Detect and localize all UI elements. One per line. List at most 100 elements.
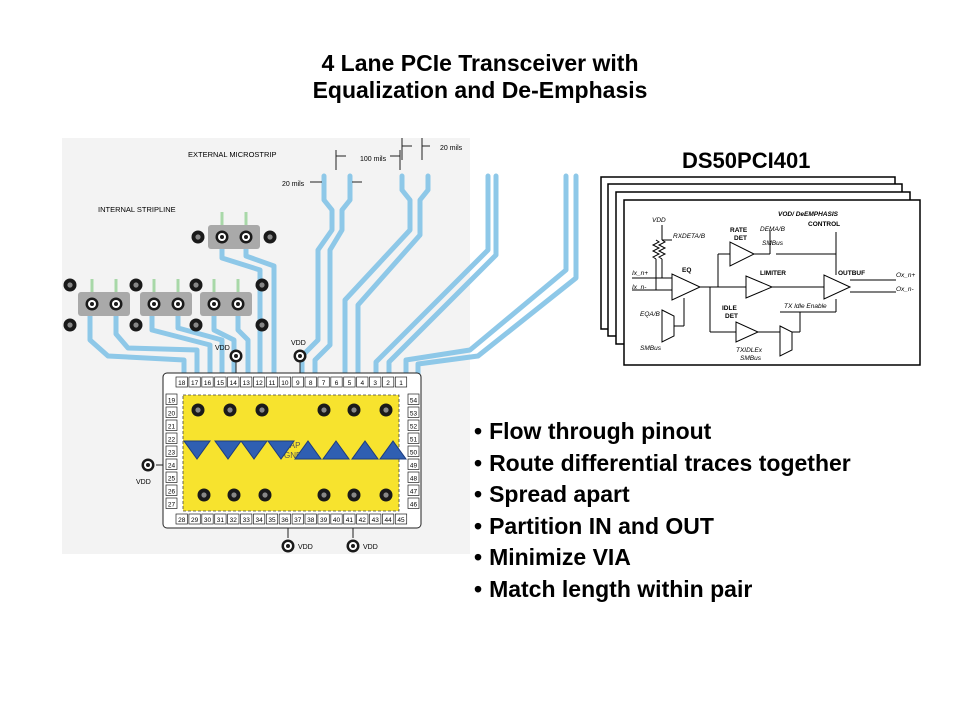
via-hole: [383, 407, 389, 413]
via-hole: [383, 492, 389, 498]
chip-in-p-label: Ix_n+: [632, 270, 648, 277]
pin-number: 27: [168, 502, 176, 509]
pin-number: 29: [191, 517, 199, 524]
trace: [175, 311, 225, 377]
pin-number: 11: [269, 380, 276, 387]
chip-eq-label: EQ: [682, 267, 691, 274]
via-center: [220, 235, 224, 239]
pin-number: 45: [397, 517, 405, 524]
via-center: [152, 302, 156, 306]
chip-labels: VDD RXDETA/B RATE DET DEMA/B SMBus VOD/ …: [632, 211, 916, 362]
pin-number: 34: [255, 517, 263, 524]
chip-in-n-label: Ix_n-: [632, 284, 647, 291]
pin-number: 15: [217, 380, 225, 387]
top-pin: [369, 376, 382, 388]
bottom-pin: [343, 513, 356, 525]
trace: [386, 173, 499, 377]
via-hole: [193, 282, 199, 288]
vdd-label: VDD: [136, 479, 151, 486]
pin-number: 30: [204, 517, 212, 524]
trace: [403, 173, 569, 377]
top-pin: [343, 376, 356, 388]
pin-number: 26: [168, 489, 176, 496]
right-pin: [407, 484, 420, 496]
pin-number: 16: [204, 380, 212, 387]
pin-number: 18: [178, 380, 186, 387]
via-center: [234, 354, 238, 358]
via-hole: [67, 282, 73, 288]
via-center: [244, 235, 248, 239]
via-hole: [351, 492, 357, 498]
top-pin: [330, 376, 343, 388]
top-pin: [240, 376, 253, 388]
bottom-pin: [382, 513, 395, 525]
pin-number: 4: [360, 380, 364, 387]
trace: [312, 173, 353, 377]
top-pin: [317, 376, 330, 388]
trace: [373, 173, 491, 377]
via-hole: [321, 492, 327, 498]
pin-number: 25: [168, 476, 176, 483]
input-lane-triangle: [267, 440, 295, 460]
pad-label-gnd: GND: [284, 451, 302, 460]
top-pin: [382, 376, 395, 388]
pin-number: 3: [373, 380, 377, 387]
pin-number: 13: [243, 380, 251, 387]
pin-number: 12: [255, 380, 263, 387]
top-pin: [291, 376, 304, 388]
chip-rate-det-label: DET: [734, 235, 747, 242]
pin-number: 10: [281, 380, 289, 387]
via-center: [236, 302, 240, 306]
pin-number: 24: [168, 463, 176, 470]
pin-number: 49: [410, 463, 418, 470]
via-center: [298, 354, 302, 358]
via-center: [351, 544, 355, 548]
pin-number: 44: [384, 517, 392, 524]
left-pin: [165, 484, 178, 496]
via-hole: [259, 282, 265, 288]
slide-title-line2: Equalization and De-Emphasis: [312, 77, 648, 103]
right-pin: [407, 432, 420, 444]
lane-triangles: [183, 440, 407, 460]
chip-vdd-label: VDD: [652, 217, 666, 224]
pin-number: 32: [230, 517, 238, 524]
chip-smbus2-label: SMBus: [640, 345, 662, 352]
chip-dema-label: DEMA/B: [760, 226, 786, 233]
pin-number: 48: [410, 476, 418, 483]
left-pin: [165, 445, 178, 457]
ground-vias: [63, 230, 360, 553]
trace: [149, 311, 213, 377]
pin-number: 46: [410, 502, 418, 509]
pin-number: 53: [410, 411, 418, 418]
via-hole: [321, 407, 327, 413]
bottom-pin: [291, 513, 304, 525]
chip-smbus-label: SMBus: [762, 240, 784, 247]
bottom-pin: [240, 513, 253, 525]
pin-number: 6: [335, 380, 339, 387]
trace: [415, 173, 579, 377]
pad-vias: [191, 403, 393, 502]
trace: [113, 311, 200, 377]
trace: [342, 173, 413, 377]
via-hole: [195, 407, 201, 413]
chip-idle-det-label: DET: [725, 313, 738, 320]
via-center: [176, 302, 180, 306]
pin-number: 22: [168, 437, 176, 444]
bullet-item: Spread apart: [474, 479, 851, 511]
via-hole: [351, 407, 357, 413]
right-pin: [407, 458, 420, 470]
top-pin: [201, 376, 214, 388]
right-pin: [407, 445, 420, 457]
pin-number: 7: [322, 380, 326, 387]
bullet-item: Flow through pinout: [474, 416, 851, 448]
top-pin: [356, 376, 369, 388]
via-hole: [262, 492, 268, 498]
pin-number: 42: [359, 517, 367, 524]
via-hole: [231, 492, 237, 498]
pin-number: 37: [294, 517, 302, 524]
bullet-item: Match length within pair: [474, 574, 851, 606]
chip-vod-label: VOD/ DeEMPHASIS: [778, 211, 839, 218]
right-pin: [407, 393, 420, 405]
via-hole: [133, 282, 139, 288]
